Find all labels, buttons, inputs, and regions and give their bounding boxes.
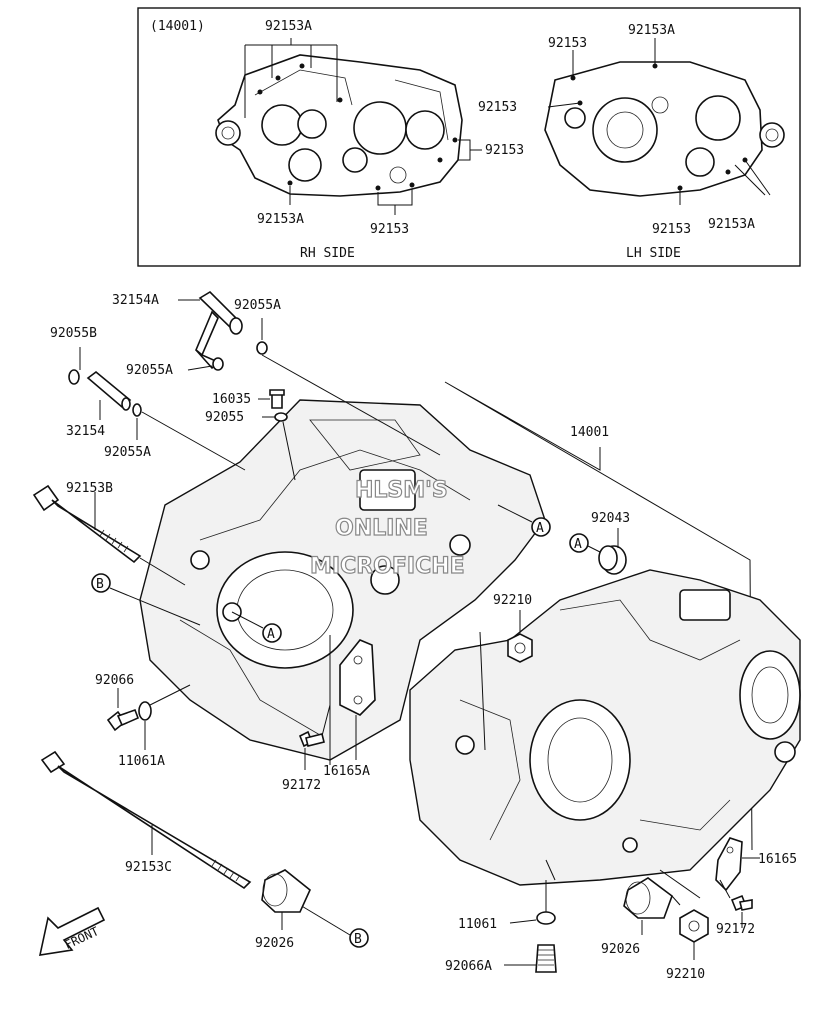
label-92172-left: 92172 — [282, 778, 321, 793]
rh-side-label: RH SIDE — [300, 246, 355, 261]
oring-92055B — [68, 369, 80, 385]
label-92066: 92066 — [95, 673, 134, 688]
oring-92055A-top — [256, 341, 268, 355]
callout-A-case-text: A — [267, 627, 275, 642]
label-16035: 16035 — [212, 392, 251, 407]
part-92153B — [32, 484, 142, 564]
label-11061: 11061 — [458, 917, 497, 932]
label-92026-left: 92026 — [255, 936, 294, 951]
lh-label-left: 92153 — [478, 100, 517, 115]
label-14001: 14001 — [570, 425, 609, 440]
rh-label-bottom: 92153 — [370, 222, 409, 237]
watermark-line-1: HLSM'S — [355, 478, 448, 503]
rh-label-bottom-left: 92153A — [257, 212, 304, 227]
part-92153C — [40, 750, 252, 890]
callout-B-upper-text: B — [96, 577, 104, 592]
oring-92055 — [274, 412, 288, 422]
crankcase-left-half — [409, 569, 801, 886]
label-92043: 92043 — [591, 511, 630, 526]
lh-label-top-right: 92153A — [628, 23, 675, 38]
callout-B-lower: B — [349, 928, 369, 948]
label-32154: 32154 — [66, 424, 105, 439]
washer-11061 — [536, 911, 556, 925]
lh-side-label: LH SIDE — [626, 246, 681, 261]
callout-A-right: A — [531, 517, 551, 537]
front-arrow: FRONT — [38, 906, 106, 956]
part-16165 — [715, 837, 743, 892]
part-92026-right — [623, 877, 673, 919]
part-92026-left — [261, 869, 311, 913]
crankcase-right-half — [139, 399, 546, 761]
part-92210-bottom — [679, 909, 709, 943]
callout-A-right-text: A — [536, 521, 544, 536]
rh-side-case — [215, 54, 463, 197]
label-11061A: 11061A — [118, 754, 165, 769]
label-92066A: 92066A — [445, 959, 492, 974]
rh-label-right: 92153 — [485, 143, 524, 158]
part-92172-right — [730, 894, 753, 912]
label-92055A-top: 92055A — [234, 298, 281, 313]
washer-11061A — [138, 701, 152, 721]
part-92066A — [535, 944, 557, 973]
label-92172-right: 92172 — [716, 922, 755, 937]
label-32154A: 32154A — [112, 293, 159, 308]
label-92055B: 92055B — [50, 326, 97, 341]
part-92066 — [106, 708, 140, 732]
callout-A-left-text: A — [574, 537, 582, 552]
part-16035 — [269, 389, 285, 409]
watermark-line-3: MICROFICHE — [310, 554, 465, 579]
part-32154A — [195, 290, 243, 370]
part-92043 — [598, 545, 627, 575]
oring-92055A-mid — [212, 357, 224, 371]
label-92153C: 92153C — [125, 860, 172, 875]
callout-B-upper: B — [91, 573, 111, 593]
part-92210-mid — [507, 633, 533, 663]
label-16165A: 16165A — [323, 764, 370, 779]
lh-side-case — [544, 61, 785, 197]
rh-label-top: 92153A — [265, 19, 312, 34]
label-92055: 92055 — [205, 410, 244, 425]
callout-A-case: A — [262, 623, 282, 643]
label-92026-right: 92026 — [601, 942, 640, 957]
part-32154 — [86, 370, 132, 411]
label-92210-bottom: 92210 — [666, 967, 705, 982]
lh-label-bottom: 92153 — [652, 222, 691, 237]
inset-ref-label: (14001) — [150, 19, 205, 34]
inset-panel: (14001) 92153A 9 — [137, 7, 801, 267]
label-92055A-low: 92055A — [104, 445, 151, 460]
part-92172-left — [298, 730, 325, 748]
oring-92055A-low — [132, 403, 142, 417]
label-16165: 16165 — [758, 852, 797, 867]
watermark-line-2: ONLINE — [335, 516, 428, 541]
label-92055A-mid: 92055A — [126, 363, 173, 378]
label-92210-mid: 92210 — [493, 593, 532, 608]
callout-A-left: A — [569, 533, 589, 553]
watermark: HLSM'S ONLINE MICROFICHE — [309, 477, 465, 579]
label-92153B: 92153B — [66, 481, 113, 496]
lh-label-bottom-right: 92153A — [708, 217, 755, 232]
callout-B-lower-text: B — [354, 932, 362, 947]
lh-label-top-left: 92153 — [548, 36, 587, 51]
part-16165A — [339, 639, 376, 716]
